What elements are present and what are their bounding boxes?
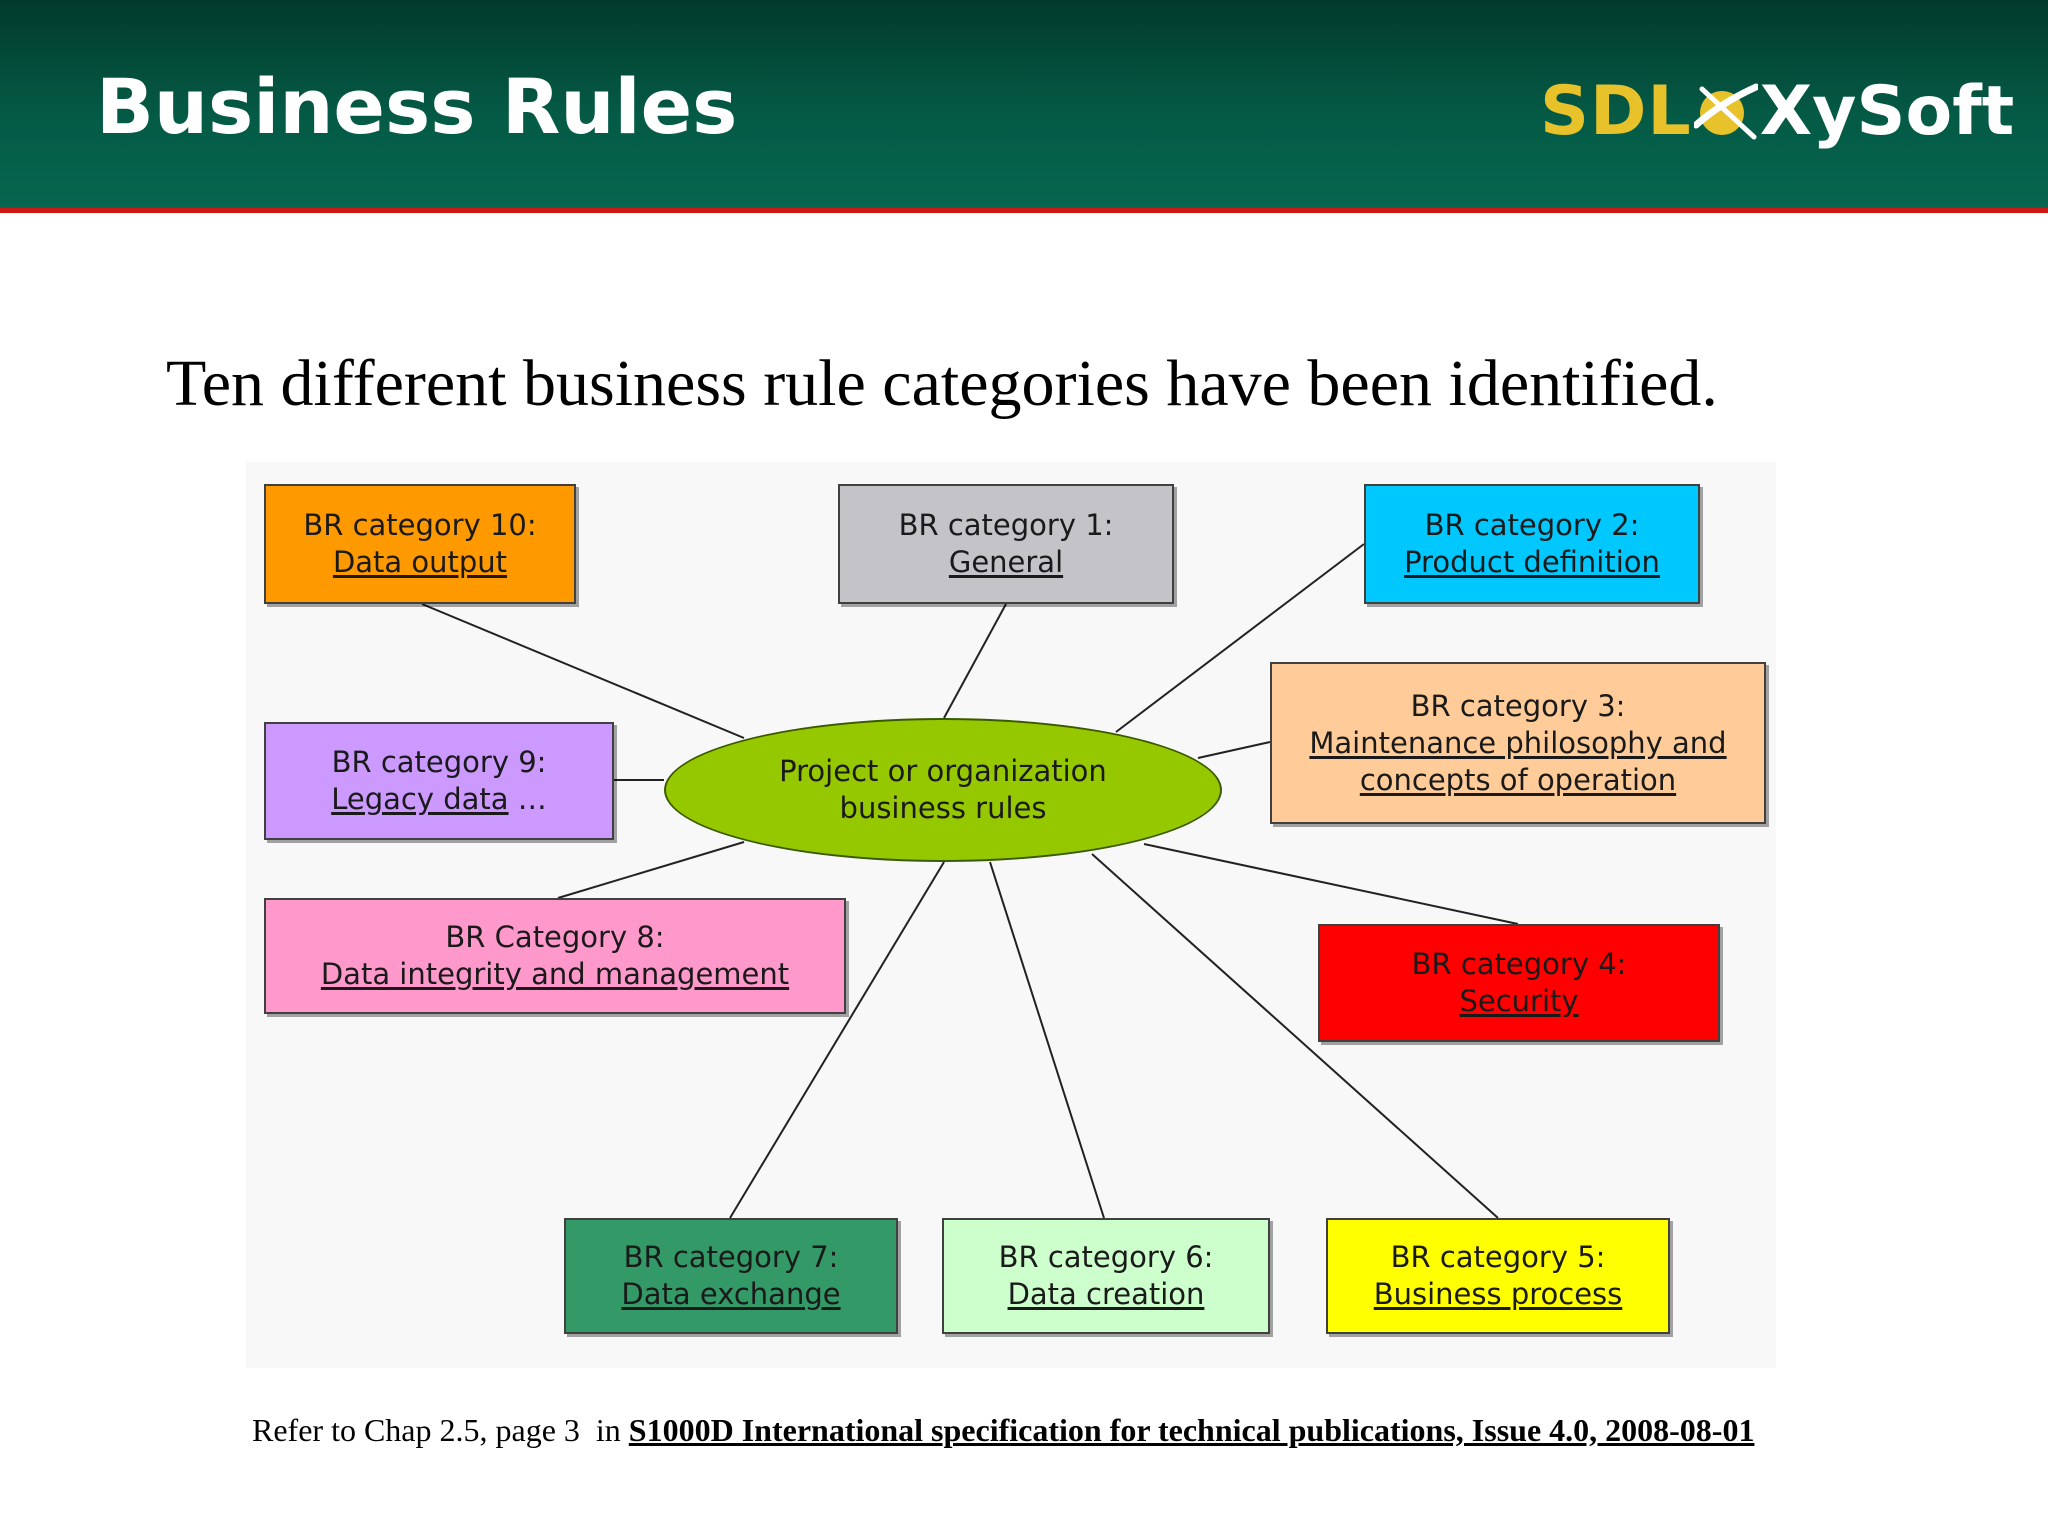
connector-c8 [557, 841, 745, 899]
category-4-label: BR category 4: [1411, 947, 1627, 981]
category-box-8: BR Category 8: Data integrity and manage… [264, 898, 846, 1014]
category-box-7: BR category 7: Data exchange [564, 1218, 898, 1334]
logo-sdl-text: SDL [1540, 71, 1692, 151]
category-3-label: BR category 3: [1410, 688, 1626, 723]
category-box-6: BR category 6: Data creation [942, 1218, 1270, 1334]
category-2-name: Product definition [1404, 545, 1660, 579]
category-9-label: BR category 9: [331, 745, 547, 779]
header-divider [0, 208, 2048, 213]
category-8-name: Data integrity and management [320, 957, 790, 991]
category-1-name: General [948, 545, 1064, 579]
category-3-name-cont: concepts of operation [1359, 762, 1677, 797]
category-box-4: BR category 4: Security [1318, 924, 1720, 1042]
category-8-label: BR Category 8: [445, 920, 665, 954]
connector-c1 [943, 603, 1007, 719]
category-box-3: BR category 3: Maintenance philosophy an… [1270, 662, 1766, 824]
connector-c3 [1197, 741, 1271, 759]
category-box-1: BR category 1: General [838, 484, 1174, 604]
connector-c2 [1115, 543, 1365, 733]
category-box-2: BR category 2: Product definition [1364, 484, 1700, 604]
slide-title: Business Rules [96, 62, 738, 151]
reference-footer: Refer to Chap 2.5, page 3 in S1000D Inte… [252, 1410, 1754, 1450]
globe-swoosh-icon [1693, 83, 1758, 140]
category-10-label: BR category 10: [303, 508, 537, 542]
slide-subtitle: Ten different business rule categories h… [166, 347, 1718, 420]
footer-prefix: Refer to Chap 2.5, page 3 in [252, 1412, 629, 1448]
category-9-ellipsis: … [508, 782, 547, 816]
connector-c5 [1091, 853, 1499, 1219]
category-4-name: Security [1459, 984, 1579, 1018]
category-5-name: Business process [1373, 1277, 1623, 1311]
category-6-name: Data creation [1007, 1277, 1205, 1311]
category-box-5: BR category 5: Business process [1326, 1218, 1670, 1334]
category-3-name: Maintenance philosophy and [1309, 725, 1727, 760]
category-10-name: Data output [332, 545, 508, 579]
central-business-rules-node: Project or organization business rules [664, 718, 1222, 862]
company-logo: SDL XySoft [1540, 66, 2014, 156]
spec-reference-link[interactable]: S1000D International specification for t… [628, 1412, 1755, 1448]
category-box-10: BR category 10: Data output [264, 484, 576, 604]
category-box-9: BR category 9: Legacy data … [264, 722, 614, 840]
category-2-label: BR category 2: [1424, 508, 1640, 542]
logo-xysoft-text: XySoft [1759, 71, 2015, 151]
category-1-label: BR category 1: [898, 508, 1114, 542]
connector-c7 [729, 861, 945, 1219]
category-6-label: BR category 6: [998, 1240, 1214, 1274]
category-7-name: Data exchange [621, 1277, 841, 1311]
category-7-label: BR category 7: [623, 1240, 839, 1274]
category-5-label: BR category 5: [1390, 1240, 1606, 1274]
category-9-name: Legacy data [331, 782, 509, 816]
center-label-line1: Project or organization [779, 754, 1107, 788]
connector-c4 [1143, 843, 1519, 925]
center-label-line2: business rules [839, 791, 1047, 825]
connector-c10 [421, 603, 745, 739]
connector-c6 [989, 861, 1105, 1219]
